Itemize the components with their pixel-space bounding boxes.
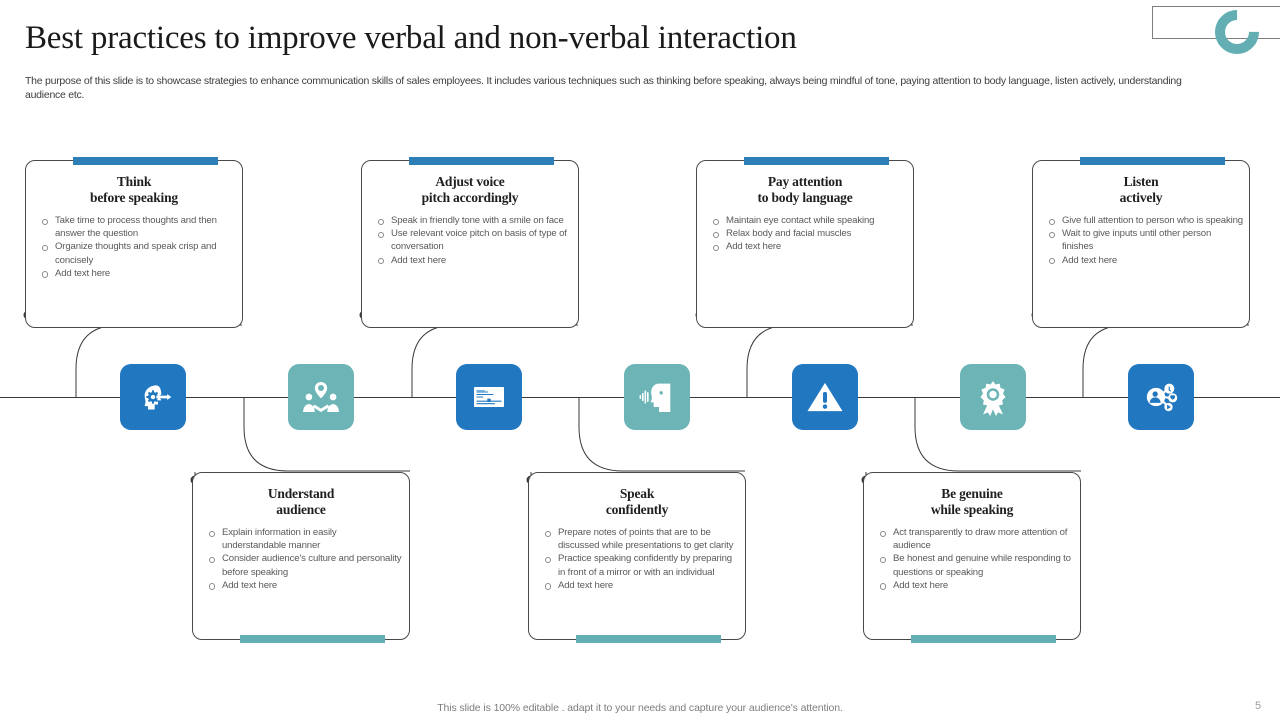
card-accent-bar bbox=[73, 157, 218, 165]
icon-tile-adjust-voice[interactable] bbox=[456, 364, 522, 430]
card-understand-audience[interactable]: Understand audience Explain information … bbox=[192, 472, 410, 643]
list-item: Add text here bbox=[1041, 254, 1243, 267]
card-title: Listen actively bbox=[1033, 174, 1249, 206]
warning-triangle-icon bbox=[807, 382, 843, 412]
list-item: Add text here bbox=[201, 579, 403, 592]
card-title-line1: Listen bbox=[1123, 174, 1159, 189]
card-pay-attention-body-language[interactable]: Pay attention to body language Maintain … bbox=[696, 157, 914, 328]
card-title-line2: before speaking bbox=[90, 190, 178, 205]
card-title-line2: pitch accordingly bbox=[421, 190, 519, 205]
card-title-line1: Pay attention bbox=[767, 174, 843, 189]
list-item: Use relevant voice pitch on basis of typ… bbox=[370, 227, 572, 253]
card-accent-bar bbox=[240, 635, 385, 643]
list-item: Be honest and genuine while responding t… bbox=[872, 552, 1074, 578]
page-title: Best practices to improve verbal and non… bbox=[25, 20, 797, 56]
card-title-line2: confidently bbox=[605, 502, 669, 517]
card-title: Be genuine while speaking bbox=[864, 486, 1080, 518]
list-item: Add text here bbox=[872, 579, 1074, 592]
page-subtitle: The purpose of this slide is to showcase… bbox=[25, 75, 1182, 101]
list-item: Take time to process thoughts and then a… bbox=[34, 214, 236, 240]
card-accent-bar bbox=[409, 157, 554, 165]
document-chart-icon bbox=[474, 387, 504, 407]
card-title: Adjust voice pitch accordingly bbox=[362, 174, 578, 206]
card-title-line1: Speak bbox=[619, 486, 655, 501]
card-bullet-list: Take time to process thoughts and then a… bbox=[34, 214, 236, 280]
audience-people-icon bbox=[303, 382, 339, 412]
icon-tile-speak-confidently[interactable] bbox=[624, 364, 690, 430]
speaking-head-icon bbox=[639, 383, 671, 412]
page-number: 5 bbox=[1255, 700, 1262, 712]
card-bullet-list: Give full attention to person who is spe… bbox=[1041, 214, 1243, 267]
card-title: Pay attention to body language bbox=[697, 174, 913, 206]
list-item: Add text here bbox=[34, 267, 236, 280]
list-item: Relax body and facial muscles bbox=[705, 227, 907, 240]
brand-frame bbox=[1152, 6, 1280, 39]
card-title: Speak confidently bbox=[529, 486, 745, 518]
icon-tile-understand-audience[interactable] bbox=[288, 364, 354, 430]
card-bullet-list: Act transparently to draw more attention… bbox=[872, 526, 1074, 592]
icon-tile-be-genuine[interactable] bbox=[960, 364, 1026, 430]
card-title-line2: audience bbox=[276, 502, 326, 517]
list-item: Add text here bbox=[370, 254, 572, 267]
list-item: Add text here bbox=[705, 240, 907, 253]
card-title-line1: Adjust voice bbox=[435, 174, 505, 189]
list-item: Organize thoughts and speak crisp and co… bbox=[34, 240, 236, 266]
card-accent-bar bbox=[1080, 157, 1225, 165]
card-listen-actively[interactable]: Listen actively Give full attention to p… bbox=[1032, 157, 1250, 328]
icon-tile-think[interactable] bbox=[120, 364, 186, 430]
card-title-line2: while speaking bbox=[930, 502, 1014, 517]
list-item: Give full attention to person who is spe… bbox=[1041, 214, 1243, 227]
list-item: Maintain eye contact while speaking bbox=[705, 214, 907, 227]
card-bullet-list: Explain information in easily understand… bbox=[201, 526, 403, 592]
list-item: Explain information in easily understand… bbox=[201, 526, 403, 552]
card-speak-confidently[interactable]: Speak confidently Prepare notes of point… bbox=[528, 472, 746, 643]
card-title-line2: actively bbox=[1119, 190, 1163, 205]
card-title: Think before speaking bbox=[26, 174, 242, 206]
card-bullet-list: Speak in friendly tone with a smile on f… bbox=[370, 214, 572, 267]
icon-tile-pay-attention[interactable] bbox=[792, 364, 858, 430]
card-be-genuine-while-speaking[interactable]: Be genuine while speaking Act transparen… bbox=[863, 472, 1081, 643]
list-item: Prepare notes of points that are to be d… bbox=[537, 526, 739, 552]
card-bullet-list: Prepare notes of points that are to be d… bbox=[537, 526, 739, 592]
card-title-line1: Think bbox=[116, 174, 152, 189]
card-bullet-list: Maintain eye contact while speaking Rela… bbox=[705, 214, 907, 254]
list-item: Consider audience's culture and personal… bbox=[201, 552, 403, 578]
award-ribbon-icon bbox=[980, 381, 1006, 417]
list-item: Practice speaking confidently by prepari… bbox=[537, 552, 739, 578]
network-share-icon bbox=[1146, 383, 1178, 412]
list-item: Wait to give inputs until other person f… bbox=[1041, 227, 1243, 253]
card-title-line1: Be genuine bbox=[941, 486, 1003, 501]
head-gear-icon bbox=[144, 385, 172, 410]
list-item: Add text here bbox=[537, 579, 739, 592]
card-accent-bar bbox=[744, 157, 889, 165]
card-title-line2: to body language bbox=[757, 190, 853, 205]
card-adjust-voice-pitch[interactable]: Adjust voice pitch accordingly Speak in … bbox=[361, 157, 579, 328]
card-title-line1: Understand bbox=[267, 486, 335, 501]
card-accent-bar bbox=[911, 635, 1056, 643]
card-think-before-speaking[interactable]: Think before speaking Take time to proce… bbox=[25, 157, 243, 328]
card-title: Understand audience bbox=[193, 486, 409, 518]
list-item: Speak in friendly tone with a smile on f… bbox=[370, 214, 572, 227]
footer-note: This slide is 100% editable . adapt it t… bbox=[437, 702, 843, 714]
card-accent-bar bbox=[576, 635, 721, 643]
list-item: Act transparently to draw more attention… bbox=[872, 526, 1074, 552]
icon-tile-listen-actively[interactable] bbox=[1128, 364, 1194, 430]
